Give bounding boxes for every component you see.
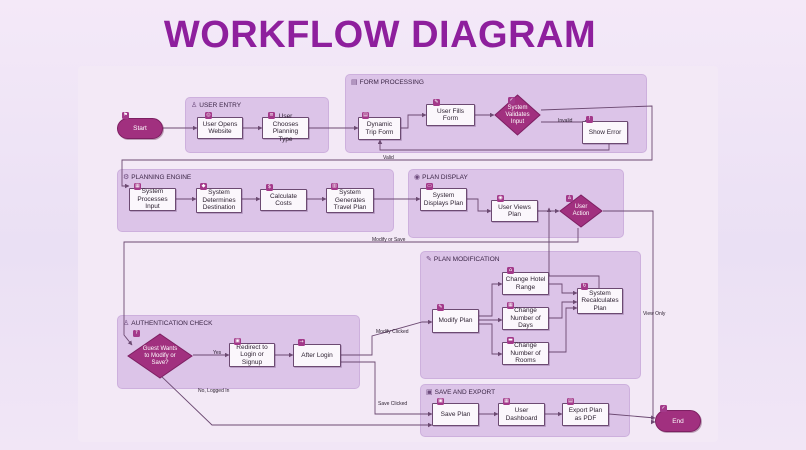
decision-guest-modify-or-save[interactable]: Guest Wants to Modify or Save? — [127, 333, 193, 379]
edit-icon: ✎ — [426, 256, 432, 263]
node-after-login[interactable]: After Login — [293, 344, 341, 367]
edit-icon: ✎ — [437, 304, 444, 311]
node-user-fills-form[interactable]: User Fills Form — [426, 104, 475, 126]
list-icon: ≡ — [268, 112, 275, 119]
node-user-dashboard[interactable]: User Dashboard — [498, 403, 545, 426]
edge-label-view-only: View Only — [643, 311, 666, 317]
node-change-number-of-rooms[interactable]: Change Number of Rooms — [502, 342, 549, 365]
edge-label-save-clicked: Save Clicked — [378, 401, 408, 407]
edge-rooms-recalc — [549, 305, 578, 353]
pencil-icon: ✎ — [433, 99, 440, 106]
eye-icon: ◉ — [497, 195, 504, 202]
coin-icon: $ — [266, 184, 273, 191]
refresh-icon: ↻ — [581, 283, 588, 290]
node-system-displays-plan[interactable]: System Displays Plan — [420, 188, 467, 211]
node-system-recalculates-plan[interactable]: System Recalculates Plan — [577, 288, 623, 314]
user-icon: ♙ — [123, 320, 130, 327]
edge-modify-clicked — [341, 319, 433, 356]
dashboard-icon: ▦ — [503, 398, 510, 405]
node-redirect-to-login[interactable]: Redirect to Login or Signup — [229, 343, 275, 367]
start-node[interactable]: Start — [117, 118, 163, 139]
edge-label-invalid: Invalid — [558, 118, 573, 124]
node-user-views-plan[interactable]: User Views Plan — [491, 200, 538, 222]
decision-label: Guest Wants to Modify or Save? — [142, 345, 178, 366]
decision-user-action[interactable]: User Action — [559, 194, 603, 228]
user-icon: ♙ — [566, 195, 573, 202]
node-dynamic-trip-form[interactable]: Dynamic Trip Form — [358, 117, 401, 140]
question-icon: ? — [133, 330, 140, 337]
edge-modify-hotel — [479, 281, 503, 317]
diamond-shape — [127, 333, 193, 379]
edge-export-end — [608, 413, 656, 420]
cpu-icon: ▦ — [134, 183, 141, 190]
login-icon: → — [298, 339, 305, 346]
flag-icon: ⚑ — [122, 112, 129, 119]
edge-days-recalc — [549, 299, 578, 319]
node-calculate-costs[interactable]: Calculate Costs — [260, 189, 307, 211]
hotel-icon: ⌂ — [507, 267, 514, 274]
edge-recalc-display — [546, 207, 600, 288]
page-title: WORKFLOW DIAGRAM — [163, 14, 597, 56]
save-icon: ▣ — [426, 389, 433, 396]
node-modify-plan[interactable]: Modify Plan — [432, 309, 479, 333]
group-label-form-processing: FORM PROCESSING — [359, 78, 424, 86]
warning-icon: ! — [586, 116, 593, 123]
user-icon: ♙ — [191, 102, 198, 109]
eye-icon: ◉ — [414, 174, 421, 181]
edge-hotel-recalc — [549, 283, 578, 296]
edge-label-yes: Yes — [213, 350, 222, 356]
edge-display-view — [467, 198, 492, 214]
node-system-generates-plan[interactable]: System Generates Travel Plan — [326, 188, 374, 213]
edge-label-valid: Valid — [383, 155, 394, 161]
group-label-save-export: SAVE AND EXPORT — [434, 388, 496, 396]
node-user-chooses-type[interactable]: User Chooses Planning Type — [262, 113, 309, 143]
group-label-plan-display: PLAN DISPLAY — [422, 173, 468, 181]
group-label-authentication-check: AUTHENTICATION CHECK — [131, 319, 213, 327]
node-system-determines-destination[interactable]: System Determines Destination — [196, 188, 242, 213]
diamond-shape — [559, 194, 603, 228]
edge-view-only — [603, 210, 656, 425]
pin-icon: ◆ — [200, 183, 207, 190]
node-change-number-of-days[interactable]: Change Number of Days — [502, 307, 549, 330]
group-label-user-entry: USER ENTRY — [199, 101, 242, 109]
node-show-error[interactable]: Show Error — [582, 121, 628, 144]
edge-save-clicked — [341, 361, 433, 417]
diamond-shape — [494, 94, 541, 136]
save-icon: ▣ — [437, 398, 444, 405]
calendar-icon: ▦ — [507, 302, 514, 309]
decision-label: System Validates Input — [505, 104, 530, 125]
edge-no-logged-in — [159, 374, 433, 428]
edge-modify-or-save — [123, 228, 579, 346]
edge-form-fill — [401, 112, 427, 129]
form-icon: ▤ — [362, 112, 369, 119]
node-change-hotel-range[interactable]: Change Hotel Range — [502, 272, 549, 295]
monitor-icon: ▭ — [426, 183, 433, 190]
globe-icon: ◎ — [205, 112, 212, 119]
decision-system-validates-input[interactable]: System Validates Input — [494, 94, 541, 136]
lock-icon: ▣ — [234, 338, 241, 345]
pdf-icon: ▤ — [567, 398, 574, 405]
node-user-opens-website[interactable]: User Opens Website — [197, 117, 243, 139]
form-icon: ▤ — [351, 79, 358, 86]
gear-icon: ⚙ — [123, 174, 130, 181]
edge-label-no-logged-in: No, Logged In — [198, 388, 230, 394]
node-save-plan[interactable]: Save Plan — [432, 403, 479, 426]
edge-error-form — [377, 139, 610, 151]
group-label-planning-engine: PLANNING ENGINE — [131, 173, 192, 181]
edge-valid — [121, 105, 653, 189]
map-icon: ▥ — [331, 183, 338, 190]
node-export-plan-pdf[interactable]: Export Plan as PDF — [562, 403, 609, 426]
check-icon: ✓ — [508, 97, 515, 104]
group-label-plan-modification: PLAN MODIFICATION — [433, 255, 500, 263]
end-flag-icon: ✓ — [660, 405, 667, 412]
bed-icon: ▬ — [507, 337, 514, 344]
edge-label-modify-clicked: Modify Clicked — [376, 329, 409, 335]
decision-label: User Action — [572, 204, 590, 217]
edge-label-modify-or-save: Modify or Save — [372, 237, 406, 243]
node-system-processes-input[interactable]: System Processes Input — [129, 188, 176, 211]
end-node[interactable]: End — [655, 410, 701, 432]
edge-modify-rooms — [479, 323, 503, 357]
